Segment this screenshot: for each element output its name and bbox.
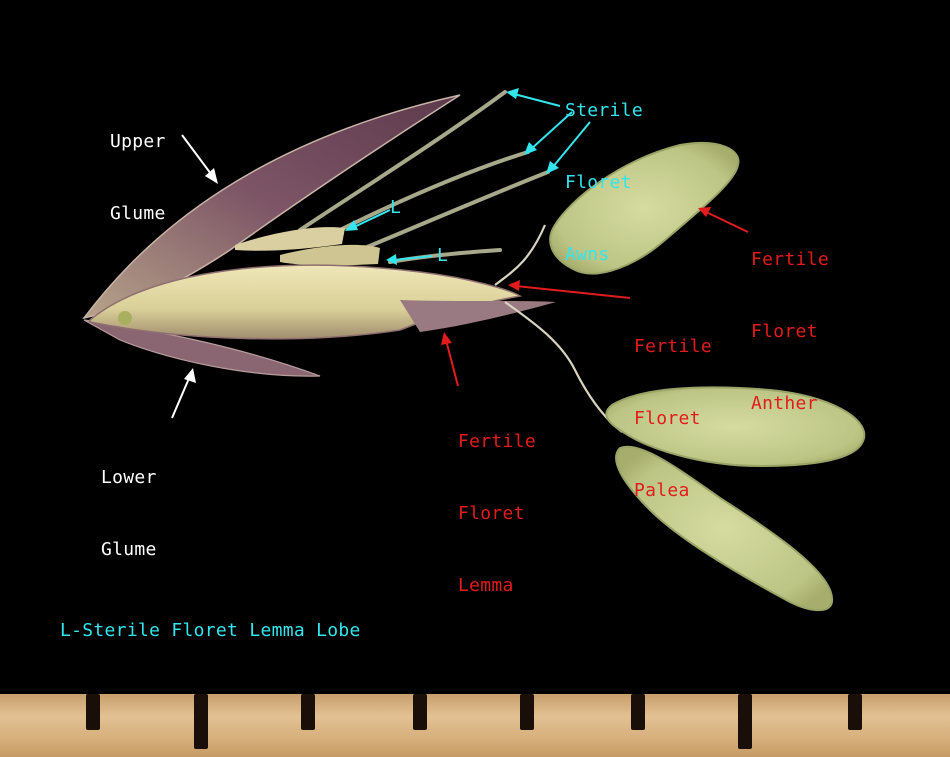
fertile-lemma-line-1: Fertile	[458, 431, 536, 452]
arrow-awn-3	[551, 121, 591, 169]
ruler-tick	[194, 694, 208, 749]
fertile-lemma-label: Fertile Floret Lemma	[458, 382, 536, 646]
lower-glume-line-2: Glume	[101, 539, 157, 560]
arrow-awn-1	[513, 93, 561, 107]
fertile-anther-line-3: Anther	[751, 393, 818, 414]
lemma-lobe-1	[235, 227, 345, 251]
upper-glume-line-2: Glume	[110, 203, 166, 224]
arrow-awn-2	[529, 111, 573, 151]
anther-3	[615, 445, 834, 612]
sterile-awns-line-2: Floret	[565, 172, 632, 193]
arrow-anther	[705, 211, 749, 233]
ruler-tick	[520, 694, 534, 730]
ruler-tick	[301, 694, 315, 730]
ruler-tick	[848, 694, 862, 730]
upper-glume-label: Upper Glume	[110, 82, 166, 274]
fertile-palea-label: Fertile Floret Palea	[634, 287, 712, 551]
fertile-palea-line-1: Fertile	[634, 336, 712, 357]
fertile-anther-label: Fertile Floret Anther	[751, 200, 829, 464]
arrow-palea	[515, 285, 631, 299]
fertile-anther-line-1: Fertile	[751, 249, 829, 270]
fertile-lemma-line-2: Floret	[458, 503, 525, 524]
anther-2	[605, 386, 866, 468]
lower-glume-label: Lower Glume	[101, 418, 157, 610]
arrow-lobe-1	[351, 209, 391, 229]
arrow-lemma	[445, 339, 459, 387]
ruler-tick	[86, 694, 100, 730]
lemma-lobe-label-1: L	[390, 197, 402, 218]
arrow-lower-glume	[171, 375, 191, 419]
legend-text: L-Sterile Floret Lemma Lobe	[60, 620, 361, 641]
fertile-anther-line-2: Floret	[751, 321, 818, 342]
anther-1	[549, 141, 740, 275]
fertile-lemma-shape	[89, 264, 523, 340]
lemma-lobe-2	[280, 244, 380, 266]
sterile-awns-label: Sterile Floret Awns	[565, 51, 643, 315]
upper-glume-line-1: Upper	[110, 131, 166, 152]
scale-ruler	[0, 694, 950, 757]
arrow-lobe-2	[393, 255, 433, 261]
sterile-awns-line-3: Awns	[565, 244, 610, 265]
ruler-tick	[631, 694, 645, 730]
ruler-tick	[738, 694, 752, 749]
lower-glume-line-1: Lower	[101, 467, 157, 488]
fertile-palea-line-2: Floret	[634, 408, 701, 429]
arrow-upper-glume	[181, 134, 215, 179]
fertile-palea-line-3: Palea	[634, 480, 690, 501]
lemma-lobe-label-2: L	[437, 245, 449, 266]
sterile-awns	[298, 90, 550, 264]
fertile-lemma-line-3: Lemma	[458, 575, 514, 596]
sterile-awns-line-1: Sterile	[565, 100, 643, 121]
fertile-lemma-tip	[400, 300, 556, 332]
filaments	[494, 224, 623, 433]
ruler-tick	[413, 694, 427, 730]
